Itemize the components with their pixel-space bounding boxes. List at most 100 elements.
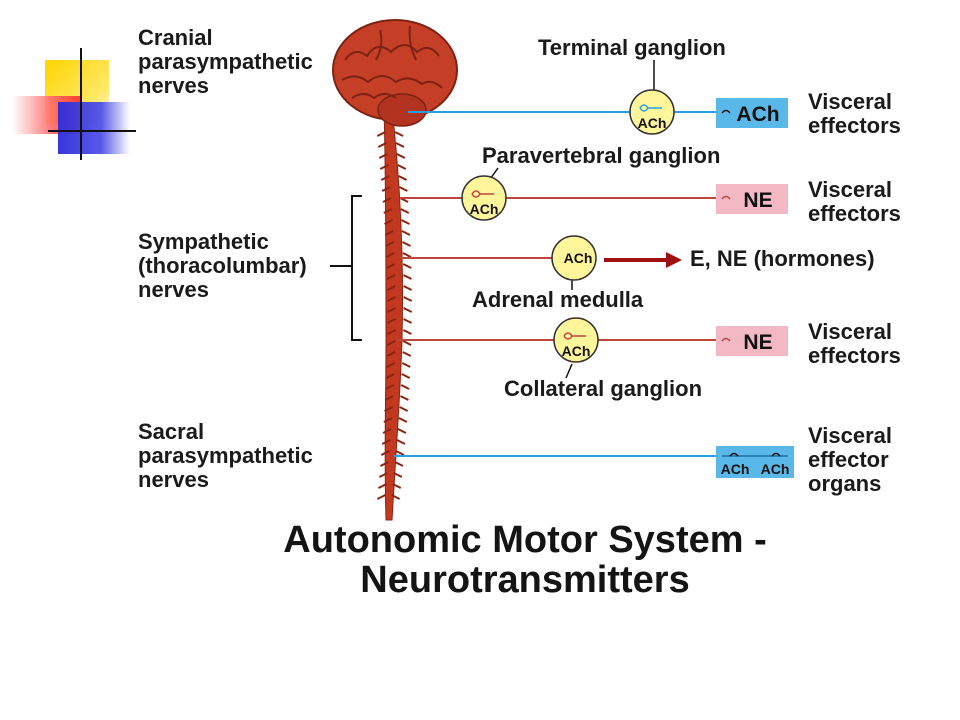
- nerve-root: [398, 175, 408, 181]
- nerve-root: [385, 241, 395, 247]
- sacral-effector-box: ACh ACh: [716, 446, 794, 478]
- nerve-root: [382, 428, 392, 434]
- nerve-root: [380, 175, 390, 181]
- visceral-effector-organs-label: Visceral effector organs: [808, 423, 893, 496]
- nerve-root: [387, 296, 396, 302]
- nerve-root: [392, 483, 402, 489]
- nerve-root: [386, 340, 396, 346]
- nerve-root: [376, 131, 386, 137]
- paravertebral-effector-nt: NE: [743, 189, 772, 212]
- nerve-root: [403, 296, 413, 302]
- nerve-root: [402, 340, 412, 346]
- nerve-root: [386, 263, 396, 269]
- nerve-root: [385, 252, 395, 258]
- nerve-root: [385, 373, 395, 379]
- spinal-cord: [383, 107, 404, 521]
- nerve-root: [401, 373, 411, 379]
- nerve-root: [402, 329, 412, 335]
- nerve-root: [395, 450, 405, 456]
- nerve-root: [393, 472, 403, 478]
- nerve-root: [377, 142, 387, 148]
- nerve-root: [386, 274, 396, 280]
- nerve-root: [380, 450, 390, 456]
- nerve-root: [397, 428, 407, 434]
- nerve-root: [387, 307, 397, 313]
- nerve-root: [376, 494, 386, 500]
- page-title: Autonomic Motor System - Neurotransmitte…: [283, 519, 767, 601]
- nerve-root: [399, 406, 409, 412]
- nerve-root: [399, 395, 409, 401]
- adrenal-medulla-nt: ACh: [564, 250, 593, 266]
- nerve-root: [379, 461, 389, 467]
- paravertebral-ganglion: ACh: [461, 175, 507, 221]
- nerve-root: [402, 241, 411, 247]
- terminal-ganglion-nt: ACh: [638, 115, 667, 131]
- nerve-root: [386, 285, 396, 291]
- nerve-root: [384, 395, 394, 401]
- spinal-nerve-roots: [376, 131, 413, 500]
- nerve-root: [383, 208, 393, 214]
- nerve-root: [396, 153, 406, 159]
- collateral-ganglion-label: Collateral ganglion: [504, 376, 703, 401]
- nerve-root: [403, 285, 413, 291]
- collateral-effector-nt: NE: [743, 331, 772, 354]
- nerve-root: [381, 186, 391, 192]
- nerve-root: [400, 219, 410, 225]
- nerve-root: [384, 406, 394, 412]
- collateral-ganglion: ACh: [553, 317, 599, 363]
- nerve-root: [396, 439, 406, 445]
- brain: [332, 19, 458, 127]
- nerve-root: [398, 186, 408, 192]
- collateral-effector-box: NE: [716, 326, 788, 356]
- nerve-root: [402, 263, 412, 269]
- cranial-effector-box: ACh: [716, 98, 788, 128]
- nerve-root: [394, 461, 404, 467]
- paravertebral-ganglion-label: Paravertebral ganglion: [482, 143, 721, 168]
- nerve-root: [378, 153, 388, 159]
- adrenal-medulla-label: Adrenal medulla: [472, 287, 644, 312]
- nerve-root: [397, 164, 407, 170]
- corner-horizontal-line: [48, 130, 136, 132]
- nerve-root: [395, 142, 405, 148]
- collateral-ganglion-leader: [565, 363, 573, 379]
- nerve-root: [386, 362, 396, 368]
- nerve-root: [383, 417, 393, 423]
- corner-vertical-line: [80, 48, 82, 160]
- nerve-root: [384, 230, 394, 236]
- collateral-ganglion-nt: ACh: [562, 343, 591, 359]
- nerve-root: [382, 197, 392, 203]
- paravertebral-ganglion-nt: ACh: [470, 201, 499, 217]
- hormone-arrow-head: [666, 252, 682, 268]
- visceral-effectors-label-3: Visceral effectors: [808, 319, 901, 368]
- nerve-root: [402, 252, 412, 258]
- terminal-ganglion-label: Terminal ganglion: [538, 35, 726, 60]
- nerve-root: [403, 307, 413, 313]
- cranial-parasympathetic-label: Cranial parasympathetic nerves: [138, 25, 313, 98]
- sympathetic-label: Sympathetic (thoracolumbar) nerves: [138, 229, 307, 302]
- nerve-root: [401, 230, 411, 236]
- nerve-root: [401, 362, 411, 368]
- sacral-parasympathetic-label: Sacral parasympathetic nerves: [138, 419, 313, 492]
- sacral-effector-nt-2: ACh: [761, 461, 790, 477]
- nerve-root: [387, 329, 396, 335]
- sacral-effector-nt-1: ACh: [721, 461, 750, 477]
- nerve-root: [400, 208, 410, 214]
- nerve-root: [387, 318, 397, 324]
- nerve-root: [403, 318, 412, 324]
- adrenal-medulla-gland: ACh: [551, 235, 597, 281]
- nerve-root: [378, 472, 388, 478]
- corner-blue-square: [58, 102, 130, 154]
- nerve-root: [377, 483, 387, 489]
- nerve-root: [402, 351, 412, 357]
- nerve-root: [402, 274, 412, 280]
- paravertebral-effector-box: NE: [716, 184, 788, 214]
- nerve-root: [398, 417, 408, 423]
- nerve-root: [379, 164, 389, 170]
- nerve-root: [391, 494, 401, 500]
- terminal-ganglion: ACh: [629, 89, 675, 135]
- nerve-root: [381, 439, 391, 445]
- nerve-root: [394, 131, 404, 137]
- visceral-effectors-label-2: Visceral effectors: [808, 177, 901, 226]
- cranial-effector-nt: ACh: [736, 103, 779, 126]
